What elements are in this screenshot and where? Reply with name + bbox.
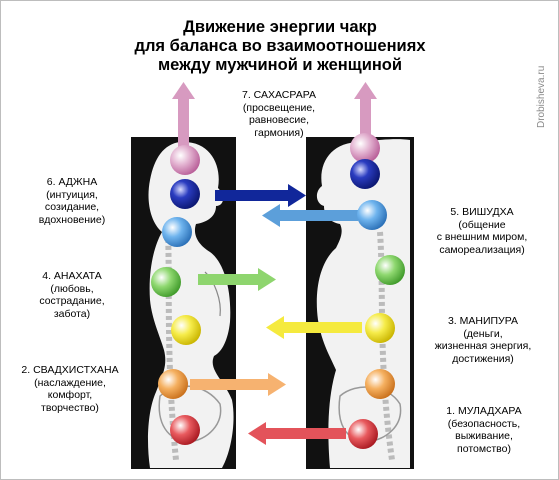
man-muladhara-orb [348,419,378,449]
watermark-text: Drobisheva.ru [536,66,547,128]
chakra-desc-line: вдохновение) [38,213,106,226]
arrow-svadhisthana-woman-to-man [190,373,286,396]
label-muladhara: 1. МУЛАДХАРА (безопасность, выживание, п… [424,405,544,455]
label-svadhisthana: 2. СВАДХИСТХАНА (наслаждение, комфорт, т… [10,364,130,414]
chakra-name: 7. САХАСРАРА [242,89,316,101]
crown-arrow-man [354,82,377,149]
chakra-desc-line: потомство) [457,442,511,455]
chakra-name: 5. ВИШУДХА [450,206,514,218]
label-ajna: 6. АДЖНА (интуиция, созидание, вдохновен… [16,176,128,226]
man-svadhisthana-orb [365,369,395,399]
chakra-name: 4. АНАХАТА [42,270,102,282]
chakra-desc-line: выживание, [455,430,513,442]
chakra-desc-line: творчество) [41,401,99,414]
chakra-desc-line: (просвещение, [242,101,316,114]
woman-sahasrara-orb [170,145,200,175]
woman-muladhara-orb [170,415,200,445]
arrow-muladhara-man-to-woman [248,422,346,445]
chakra-desc-line: гармония) [254,126,304,139]
arrow-ajna-woman-to-man [215,184,306,207]
woman-vishuddha-orb [162,217,192,247]
chakra-desc-line: равновесие, [248,114,310,126]
chakra-desc-line: забота) [53,307,91,320]
title-line-2: для баланса во взаимоотношениях [134,37,426,55]
title-line-3: между мужчиной и женщиной [157,56,403,74]
man-anahata-orb [375,255,405,285]
woman-manipura-orb [171,315,201,345]
chakra-desc-line: (общение [458,218,506,231]
woman-anahata-orb [151,267,181,297]
chakra-desc-line: (безопасность, [447,417,521,430]
man-manipura-orb [365,313,395,343]
arrow-vishuddha-man-to-woman [262,204,358,227]
chakra-desc-line: достижения) [452,352,514,365]
watermark: Drobisheva.ru [530,10,552,130]
chakra-name: 6. АДЖНА [46,176,98,188]
diagram-title: Движение энергии чакр для баланса во вза… [90,18,470,75]
label-manipura: 3. МАНИПУРА (деньги, жизненная энергия, … [416,315,550,365]
chakra-name: 3. МАНИПУРА [447,315,519,327]
man-sahasrara-orb [350,133,380,163]
chakra-name: 2. СВАДХИСТХАНА [21,364,119,376]
arrow-manipura-man-to-woman [266,316,362,339]
label-sahasrara: 7. САХАСРАРА (просвещение, равновесие, г… [214,89,344,139]
woman-ajna-orb [170,179,200,209]
chakra-desc-line: (деньги, [463,327,503,340]
man-vishuddha-orb [357,200,387,230]
chakra-desc-line: (интуиция, [46,188,98,201]
chakra-desc-line: жизненная энергия, [434,340,532,352]
label-vishuddha: 5. ВИШУДХА (общение с внешним миром, сам… [414,206,550,256]
chakra-desc-line: (любовь, [50,282,94,295]
label-anahata: 4. АНАХАТА (любовь, сострадание, забота) [16,270,128,320]
crown-arrow-woman [172,82,195,149]
chakra-desc-line: самореализация) [439,243,525,256]
title-line-1: Движение энергии чакр [183,18,377,36]
chakra-desc-line: (наслаждение, [34,376,106,389]
chakra-desc-line: созидание, [44,201,100,213]
arrow-anahata-woman-to-man [198,268,276,291]
chakra-name: 1. МУЛАДХАРА [446,405,522,417]
woman-svadhisthana-orb [158,369,188,399]
chakra-desc-line: с внешним миром, [436,231,528,243]
man-ajna-orb [350,159,380,189]
chakra-desc-line: сострадание, [39,295,105,307]
chakra-desc-line: комфорт, [47,389,93,401]
